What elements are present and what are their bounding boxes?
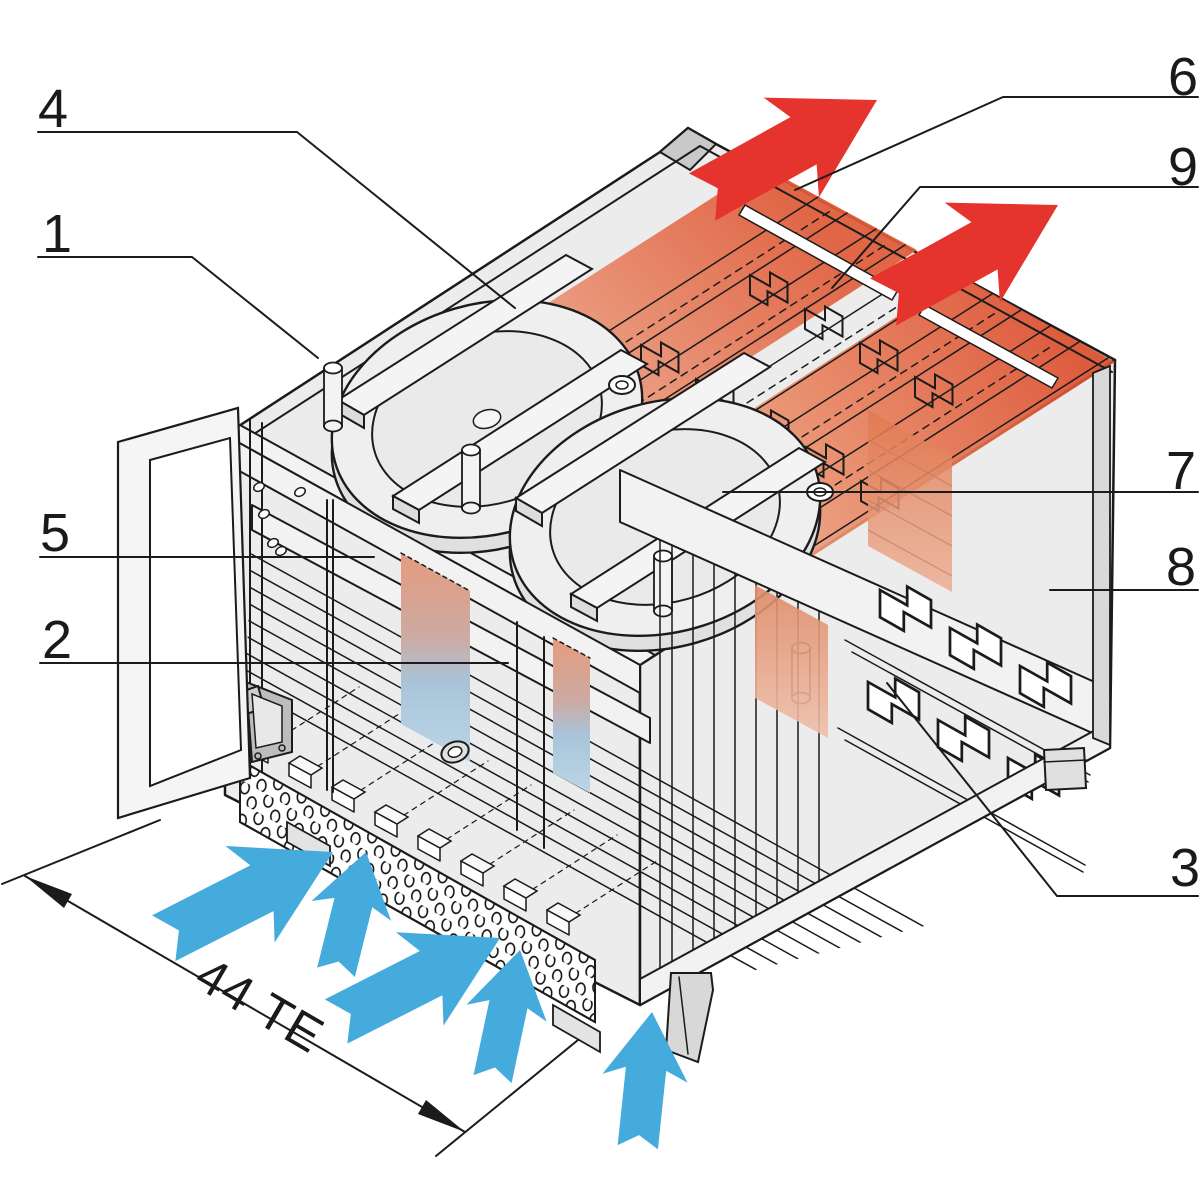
callout-5-number: 5	[40, 503, 70, 563]
air-column-2	[553, 638, 590, 793]
callout-9: 9	[831, 137, 1199, 289]
air-column-1-top-edge	[400, 552, 471, 592]
air-column-1	[401, 553, 470, 762]
dimension-arrowhead-right	[418, 1100, 465, 1132]
callouts: 1 2 3 4 5 6 7 8	[37, 47, 1200, 898]
front-foot-tab-2	[552, 1003, 601, 1054]
right-wall-edge	[1092, 364, 1111, 747]
callout-4-number: 4	[38, 79, 68, 139]
callout-7: 7	[722, 441, 1199, 501]
callout-6-leader	[794, 96, 1199, 191]
callout-4-leader	[37, 131, 516, 309]
air-column-4	[868, 410, 952, 592]
callout-1: 1	[37, 204, 319, 359]
dimension-arrowhead-left	[25, 876, 72, 908]
front-section	[116, 406, 1005, 1054]
door-frame	[116, 406, 252, 820]
right-section	[619, 364, 1111, 1064]
callout-8-number: 8	[1166, 537, 1196, 597]
callout-2-number: 2	[42, 610, 72, 670]
feet	[664, 746, 1088, 1064]
callout-5: 5	[39, 503, 375, 563]
foot-front-leg	[664, 972, 715, 1064]
extension-line-1	[1, 819, 161, 885]
left-top-edge-inner	[242, 145, 701, 442]
dimension-line	[24, 875, 466, 1133]
callout-3: 3	[886, 682, 1200, 898]
extension-line-2	[435, 1039, 579, 1157]
callout-9-leader	[831, 186, 1199, 289]
exhaust-vent-slot-1	[738, 204, 899, 301]
perforated-vent-panel	[239, 758, 601, 1054]
air-column-3	[755, 585, 828, 738]
callout-1-number: 1	[42, 204, 72, 264]
callout-8: 8	[1049, 537, 1199, 597]
dimension-label: 44 TE	[186, 946, 333, 1064]
callout-3-leader	[886, 682, 1199, 897]
chamfer-corner	[658, 126, 718, 172]
panel-nut	[440, 740, 470, 764]
callout-3-number: 3	[1170, 838, 1200, 898]
callout-6: 6	[794, 47, 1199, 191]
callout-2: 2	[39, 610, 509, 670]
air-column-2-top-edge	[552, 637, 591, 659]
front-panel-screws	[252, 481, 307, 557]
foot-right	[1042, 746, 1088, 792]
callout-4: 4	[37, 79, 516, 309]
callout-1-leader	[37, 256, 319, 359]
